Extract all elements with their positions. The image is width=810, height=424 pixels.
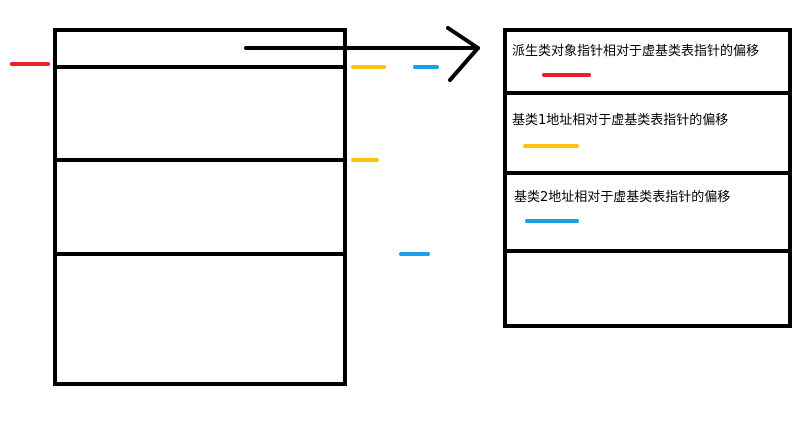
vbtable-outline: [503, 28, 792, 328]
vbtable-entry-derived-offset-label: 派生类对象指针相对于虚基类表指针的偏移: [512, 44, 760, 59]
vbtable-block: [503, 28, 792, 328]
vbtable-entry-base1-offset-label: 基类1地址相对于虚基类表指针的偏移: [512, 113, 729, 128]
arrow-head: [446, 26, 480, 82]
vbtable-entry-base2-offset-label: 基类2地址相对于虚基类表指针的偏移: [514, 190, 731, 205]
vbptr-arrow: [244, 26, 480, 82]
object-memory-block: [53, 28, 347, 386]
offset-markers: [10, 62, 591, 256]
object-block-outline: [53, 28, 347, 386]
